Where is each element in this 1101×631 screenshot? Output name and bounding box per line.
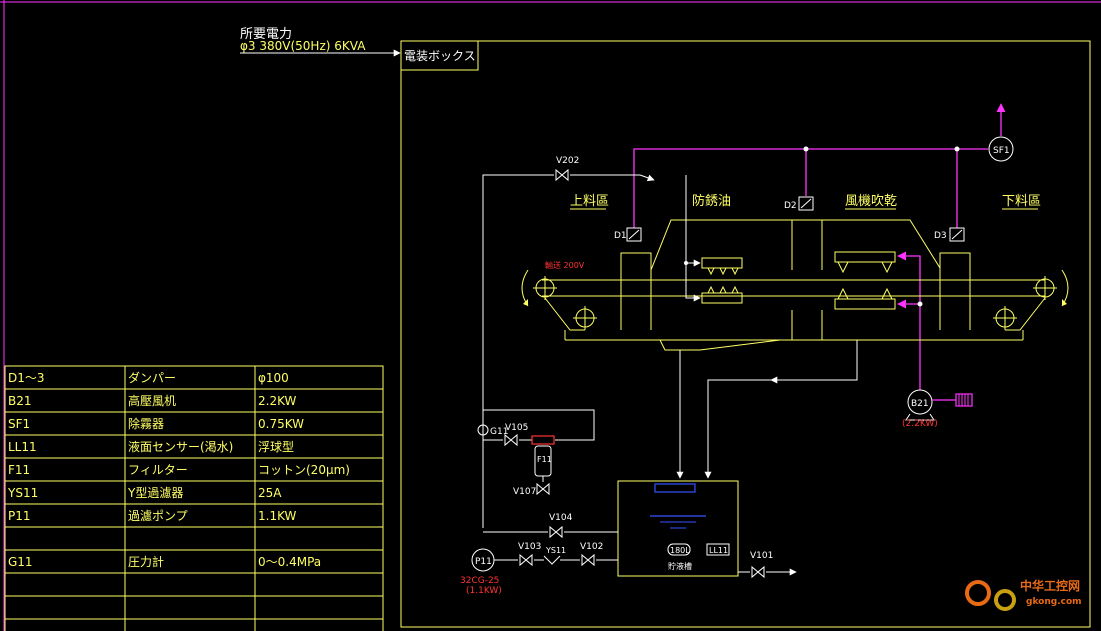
v107-tag: V107	[513, 487, 536, 497]
ys11-tag: YS11	[545, 546, 566, 555]
electrical-box-label: 電装ボックス	[404, 49, 476, 63]
storage-tank: 180L 貯液槽 LL11	[617, 480, 739, 577]
air-knives	[834, 251, 896, 310]
v105-tag: V105	[505, 423, 528, 433]
d1-tag: D1	[614, 231, 627, 241]
air-filter-icon	[955, 393, 973, 407]
conveyor: 輸送 200V	[521, 260, 1069, 331]
conveyor-wheel	[573, 306, 597, 330]
f11-tag: F11	[537, 455, 552, 464]
v105-valve-icon	[504, 433, 518, 447]
spec-table-cell-code: G11	[8, 555, 33, 569]
gear-icon	[994, 589, 1016, 611]
v103-tag: V103	[518, 542, 541, 552]
spec-table-cell-code: B21	[8, 394, 32, 408]
conveyor-wheel	[993, 306, 1017, 330]
spec-table-cell-code: D1～3	[8, 371, 45, 385]
supply-piping: V202 V105 G11 F11 V107	[477, 156, 655, 528]
zone-blow-dry: 風機吹乾	[845, 194, 897, 209]
spec-table-border	[4, 365, 384, 631]
b21-power: (2.2KW)	[902, 419, 938, 429]
return-piping	[676, 340, 858, 479]
spec-table-cell-name: ダンパー	[128, 370, 176, 385]
spec-table-cell-spec: 1.1KW	[258, 509, 297, 523]
zone-loading: 上料區	[570, 194, 609, 209]
watermark-name: 中华工控网	[1020, 578, 1080, 593]
spec-table-cell-code: YS11	[7, 486, 38, 500]
pump-piping: V104 P11 32CG-25 (1.1KW) V103 YS11 V102 …	[460, 513, 797, 596]
v202-valve-icon	[555, 168, 569, 182]
power-supply: 所要電力 φ3 380V(50Hz) 6KVA 電装ボックス	[240, 27, 479, 71]
spec-table-cell-name: 過濾ポンプ	[128, 508, 188, 523]
spec-table-cell-code: P11	[8, 509, 31, 523]
air-duct	[633, 103, 1006, 390]
tank-volume: 180L	[670, 546, 690, 555]
power-spec: φ3 380V(50Hz) 6KVA	[240, 39, 366, 53]
b21-tag: B21	[911, 399, 929, 409]
power-title: 所要電力	[240, 27, 292, 42]
g11-tag: G11	[490, 427, 508, 437]
electrical-box	[400, 40, 479, 71]
v202-tag: V202	[556, 156, 579, 166]
oil-spray-nozzles	[684, 175, 743, 304]
spec-table-cell-spec: 2.2KW	[258, 394, 297, 408]
sf1-tag: SF1	[993, 146, 1010, 156]
heater-label: 輸送 200V	[545, 260, 585, 270]
spec-table-cell-name: Y型過濾器	[127, 485, 183, 500]
sf1-mist-separator: SF1	[988, 136, 1014, 162]
spec-table-cell-name: 圧力計	[128, 554, 164, 569]
v107-valve-icon	[536, 482, 550, 496]
conveyor-wheel	[533, 276, 557, 300]
zone-rust-oil: 防銹油	[692, 193, 731, 209]
p11-model: 32CG-25	[460, 576, 499, 586]
v104-valve-icon	[549, 525, 563, 539]
g11-gauge-icon	[477, 424, 489, 436]
spec-table-cell-name: フィルター	[128, 463, 188, 477]
gear-icon	[965, 580, 991, 606]
spec-table-cell-spec: 浮球型	[258, 440, 294, 454]
spec-table-cell-name: 液面センサー(渇水)	[128, 439, 233, 454]
v102-tag: V102	[580, 542, 603, 552]
zone-labels: 上料區 防銹油 風機吹乾 下料區	[570, 193, 1041, 210]
ll11-tag: LL11	[709, 546, 728, 555]
watermark-url: gkong.com	[1026, 597, 1082, 607]
spec-table-cell-name: 高壓風机	[128, 393, 176, 408]
spec-table-cell-spec: φ100	[258, 371, 289, 385]
process-enclosure	[564, 219, 1024, 351]
v101-tag: V101	[750, 551, 773, 561]
spec-table-cell-spec: 0.75KW	[258, 417, 304, 431]
watermark: 中华工控网 gkong.com	[965, 578, 1082, 611]
ll11-sensor-icon	[706, 543, 730, 556]
v103-valve-icon	[519, 553, 533, 567]
p11-power: (1.1KW)	[466, 586, 502, 596]
spec-table-cell-spec: 0～0.4MPa	[258, 555, 321, 569]
d2-tag: D2	[784, 201, 797, 211]
d3-tag: D3	[934, 231, 947, 241]
dampers: D1 D2 D3	[614, 196, 965, 242]
spec-table-cell-code: F11	[8, 463, 30, 477]
p11-tag: P11	[475, 557, 492, 567]
v101-valve-icon	[751, 565, 765, 579]
tank-name: 貯液槽	[668, 561, 692, 571]
spec-table-cell-code: LL11	[8, 440, 37, 454]
spec-table-cell-name: 除霧器	[128, 416, 164, 431]
ys11-strainer-icon	[543, 555, 561, 565]
conveyor-wheel	[1033, 276, 1057, 300]
spec-table-cell-code: SF1	[8, 417, 30, 431]
v104-tag: V104	[549, 513, 573, 523]
zone-unloading: 下料區	[1002, 194, 1041, 209]
spec-table-cell-spec: 25A	[258, 486, 282, 500]
spec-table-cell-spec: コットン(20μm)	[258, 463, 350, 477]
b21-blower: B21 (2.2KW)	[902, 389, 973, 429]
v102-valve-icon	[581, 553, 595, 567]
